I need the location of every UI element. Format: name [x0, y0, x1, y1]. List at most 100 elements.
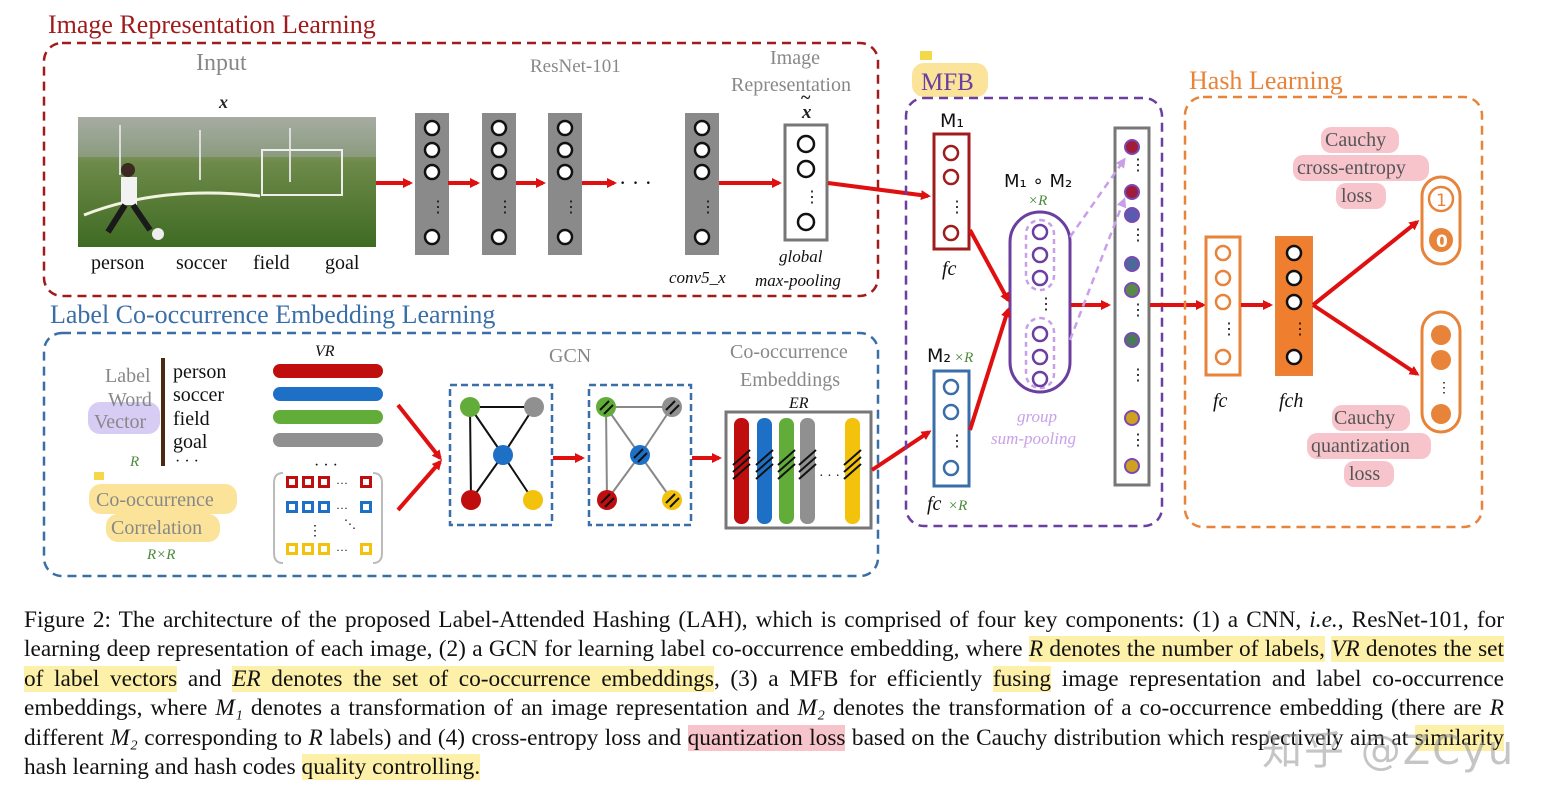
- product-nodes: ⋮: [1031, 223, 1054, 388]
- svg-text:· · ·: · · ·: [314, 457, 338, 474]
- cnn-node: [693, 119, 711, 137]
- caption-s1: Figure 2: The architecture of the propos…: [24, 607, 1310, 633]
- fch-node: [1285, 348, 1303, 366]
- ce-label-1: Cauchy: [1325, 129, 1386, 151]
- group-2: [1024, 316, 1056, 390]
- cnn-node: [490, 163, 508, 181]
- pooled-node: [1124, 139, 1140, 155]
- rep-node: [796, 134, 816, 154]
- product-node: [1031, 370, 1049, 388]
- caption-s4: denotes the set of label vectors: [24, 636, 1504, 692]
- vertical-ellipsis: ⋮: [949, 433, 965, 450]
- caption-s15: quantization loss: [687, 724, 846, 751]
- m1-node: [942, 224, 960, 242]
- pool-label-1: global: [779, 247, 823, 266]
- word-goal: goal: [173, 431, 208, 453]
- fch-node: [1285, 293, 1303, 311]
- caption-s20: .: [474, 754, 481, 781]
- mfb-box: [904, 96, 1164, 528]
- lwv-label-3: Vector: [94, 411, 147, 433]
- mfb-comment-icon: [920, 51, 932, 60]
- vertical-ellipsis: ⋮: [1130, 302, 1146, 319]
- matrix-cell-inner: [305, 479, 311, 485]
- m2-node: [942, 459, 960, 477]
- hash-fc-node: [1214, 244, 1232, 262]
- quant-node-1: [1431, 325, 1451, 345]
- caption-s13: corresponding to: [137, 724, 309, 751]
- caption-M1: M₁: [215, 695, 243, 722]
- svg-text:· · ·: · · ·: [819, 469, 840, 484]
- pooled-node: [1124, 207, 1140, 223]
- hash-box: [1183, 95, 1484, 529]
- quant-ellipsis: ⋮: [1437, 381, 1451, 396]
- group-label-2: sum-pooling: [991, 429, 1076, 448]
- quant-output-pill: [1420, 310, 1462, 434]
- rep-node: [796, 212, 816, 232]
- m2-node: [942, 403, 960, 421]
- hash-fc-nodes: ⋮: [1214, 244, 1237, 366]
- resnet-layers: ⋮⋮⋮⋮: [415, 113, 719, 255]
- cnn-node: [423, 141, 441, 159]
- emb-label-1: Co-occurrence: [730, 341, 848, 363]
- cnn-node: [423, 119, 441, 137]
- cnn-node: [490, 119, 508, 137]
- caption-s5: and: [177, 665, 233, 692]
- vertical-ellipsis: ⋮: [1130, 432, 1146, 449]
- word-person: person: [173, 361, 226, 383]
- cooc-label-2: Correlation: [111, 517, 202, 539]
- m2-xr-label: ×R: [954, 350, 973, 366]
- watermark: 知乎 @ZCyu: [1262, 728, 1516, 774]
- m2-node: [942, 378, 960, 396]
- matrix-ellipsis: ···: [336, 543, 348, 557]
- cnn-node: [423, 228, 441, 246]
- product-node: [1031, 325, 1049, 343]
- pooled-node: [1124, 256, 1140, 272]
- q-label-2: quantization: [1311, 435, 1410, 457]
- product-node: [1031, 223, 1049, 241]
- m1-nodes: ⋮: [942, 144, 965, 242]
- caption-s10: denotes a transformation of an image rep…: [242, 695, 798, 722]
- matrix-cell-inner: [321, 479, 327, 485]
- pooled-node: [1124, 410, 1140, 426]
- vertical-ellipsis: ⋮: [497, 199, 513, 216]
- tag-person: person: [91, 252, 144, 274]
- caption-s17: similarity: [1414, 724, 1504, 751]
- section-title-image-rep: Image Representation Learning: [48, 10, 376, 39]
- m1-node: [942, 168, 960, 186]
- product-node: [1031, 246, 1049, 264]
- vertical-ellipsis: ⋮: [1130, 157, 1146, 174]
- caption-s18: hash learning and hash codes: [24, 754, 302, 781]
- caption-s19: quality controlling: [301, 754, 475, 781]
- tag-soccer: soccer: [176, 252, 227, 274]
- cnn-node: [556, 141, 574, 159]
- cnn-node: [556, 119, 574, 137]
- output-one-label: 1: [1436, 191, 1447, 211]
- section-title-hash: Hash Learning: [1189, 66, 1343, 95]
- fch-node: [1285, 244, 1303, 262]
- m1m2-xr-label: ×R: [1028, 193, 1047, 209]
- word-divider: [161, 358, 165, 466]
- cnn-node: [490, 141, 508, 159]
- emb-label-2: Embeddings: [740, 369, 840, 391]
- pooling-arrows: [1068, 157, 1127, 341]
- m2-fc-label: fc: [927, 493, 942, 515]
- pooled-node: [1124, 282, 1140, 298]
- vertical-ellipsis: ⋮: [949, 199, 965, 216]
- matrix-cell-inner: [363, 504, 369, 510]
- hash-fc-label: fc: [1213, 390, 1228, 412]
- pooled-node: [1124, 332, 1140, 348]
- m2-nodes: ⋮: [942, 378, 965, 477]
- caption-VR: VR: [1331, 636, 1360, 663]
- cnn-node: [423, 163, 441, 181]
- cnn-node: [556, 228, 574, 246]
- cooc-label-1: Co-occurrence: [96, 489, 214, 511]
- input-photo: [78, 117, 376, 247]
- matrix-cell-inner: [305, 546, 311, 552]
- lwv-label-1: Label: [105, 365, 151, 387]
- cooc-highlight-1: [89, 484, 237, 514]
- caption-ie: i.e.: [1309, 607, 1338, 633]
- matrix-cell-inner: [363, 546, 369, 552]
- vertical-ellipsis: ⋮: [1038, 296, 1054, 313]
- caption-s7: , (3) a MFB for efficiently: [713, 665, 993, 692]
- ce-highlight-2: [1293, 155, 1429, 181]
